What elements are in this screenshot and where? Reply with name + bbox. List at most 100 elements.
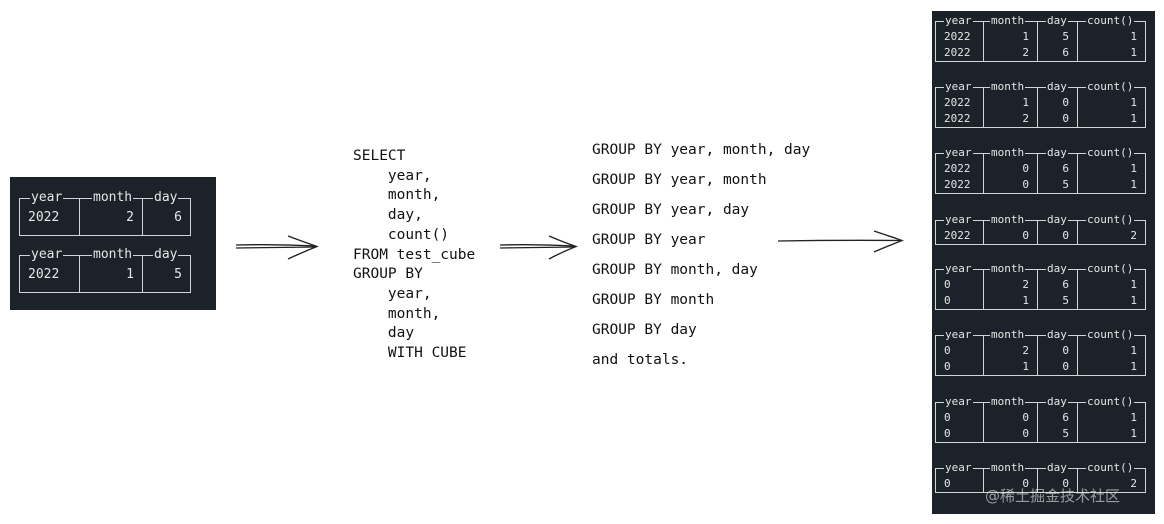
column-header: month bbox=[990, 461, 1026, 474]
column-header: year bbox=[30, 190, 64, 205]
table-cell: 2022 bbox=[19, 198, 80, 236]
column-header: day bbox=[1046, 213, 1068, 226]
table-cell: 5 bbox=[1037, 425, 1078, 443]
table-cell: 1 bbox=[1077, 292, 1146, 310]
column-header: year bbox=[944, 395, 973, 408]
arrow-groupings-to-results bbox=[777, 230, 905, 253]
column-header: month bbox=[92, 247, 134, 262]
table-cell: 2022 bbox=[935, 153, 984, 177]
column-header: year bbox=[30, 247, 64, 262]
arrow-query-to-groupings bbox=[499, 235, 579, 260]
table-cell: 5 bbox=[1037, 176, 1078, 194]
query-line: WITH CUBE bbox=[353, 345, 467, 362]
table-cell: 1 bbox=[983, 358, 1038, 376]
column-header: month bbox=[990, 262, 1026, 275]
column-header: day bbox=[153, 247, 179, 262]
query-line: GROUP BY bbox=[353, 266, 423, 283]
table-cell: 1 bbox=[1077, 176, 1146, 194]
table-cell: 1 bbox=[1077, 402, 1146, 426]
column-header: month bbox=[990, 14, 1026, 27]
column-header: year bbox=[944, 146, 973, 159]
column-header: day bbox=[153, 190, 179, 205]
table-cell: 2022 bbox=[935, 44, 984, 62]
column-header: day bbox=[1046, 80, 1068, 93]
table-cell: 6 bbox=[142, 198, 191, 236]
column-header: day bbox=[1046, 461, 1068, 474]
column-header: day bbox=[1046, 395, 1068, 408]
table-cell: 2022 bbox=[935, 110, 984, 128]
column-header: year bbox=[944, 80, 973, 93]
query-line: day bbox=[353, 325, 415, 342]
table-cell: 0 bbox=[935, 425, 984, 443]
table-cell: 1 bbox=[1077, 425, 1146, 443]
column-header: month bbox=[92, 190, 134, 205]
watermark: @稀土掘金技术社区 bbox=[985, 487, 1121, 505]
grouping-line: GROUP BY day bbox=[592, 322, 697, 338]
column-header: month bbox=[990, 213, 1026, 226]
table-cell: 2 bbox=[983, 110, 1038, 128]
table-cell: 0 bbox=[1037, 358, 1078, 376]
table-cell: 2 bbox=[983, 44, 1038, 62]
grouping-line: GROUP BY month bbox=[592, 292, 715, 308]
table-cell: 2 bbox=[1077, 220, 1146, 244]
table-cell: 2 bbox=[79, 198, 143, 236]
sql-query: SELECT year, month, day, count()FROM tes… bbox=[353, 147, 475, 364]
grouping-line: GROUP BY year, day bbox=[592, 202, 750, 218]
column-header: month bbox=[990, 395, 1026, 408]
column-header: day bbox=[1046, 146, 1068, 159]
column-header: day bbox=[1046, 14, 1068, 27]
column-header: month bbox=[990, 146, 1026, 159]
column-header: count() bbox=[1086, 328, 1135, 341]
column-header: year bbox=[944, 14, 973, 27]
table-cell: 1 bbox=[1077, 153, 1146, 177]
column-header: year bbox=[944, 262, 973, 275]
grouping-line: GROUP BY year, month bbox=[592, 172, 767, 188]
table-cell: 2022 bbox=[19, 255, 80, 293]
table-cell: 0 bbox=[935, 358, 984, 376]
column-header: year bbox=[944, 328, 973, 341]
table-cell: 1 bbox=[1077, 269, 1146, 293]
column-header: count() bbox=[1086, 262, 1135, 275]
column-header: count() bbox=[1086, 14, 1135, 27]
column-header: day bbox=[1046, 262, 1068, 275]
query-line: FROM test_cube bbox=[353, 246, 476, 263]
table-cell: 1 bbox=[1077, 44, 1146, 62]
column-header: count() bbox=[1086, 80, 1135, 93]
grouping-line: GROUP BY month, day bbox=[592, 262, 758, 278]
table-cell: 2022 bbox=[935, 176, 984, 194]
column-header: day bbox=[1046, 328, 1068, 341]
grouping-line: GROUP BY year bbox=[592, 232, 706, 248]
table-cell: 6 bbox=[1037, 44, 1078, 62]
query-line: month, bbox=[353, 187, 441, 204]
table-cell: 1 bbox=[1077, 335, 1146, 359]
query-line: year, bbox=[353, 285, 432, 302]
column-header: year bbox=[944, 213, 973, 226]
arrow-source-to-query bbox=[235, 235, 320, 260]
table-cell: 2022 bbox=[935, 21, 984, 45]
